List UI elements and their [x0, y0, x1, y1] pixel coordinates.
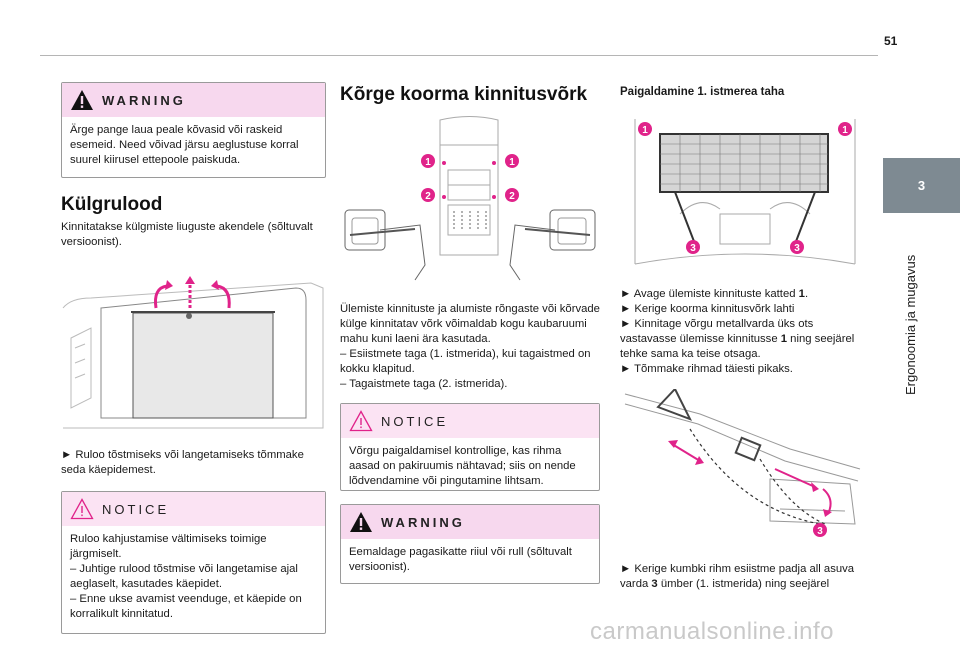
install-heading: Paigaldamine 1. istmerea taha [620, 86, 785, 98]
install-step: ► Avage ülemiste kinnituste katted 1. [620, 288, 809, 300]
callout-1-left: 1 [421, 154, 435, 168]
callout-3-right: 3 [790, 240, 804, 254]
warning-icon [350, 512, 372, 532]
notice-text: Ruloo kahjustamise vältimiseks toimige j… [62, 526, 325, 630]
net-description: Ülemiste kinnituste ja alumiste rõngaste… [340, 302, 600, 392]
notice-label: NOTICE [381, 413, 449, 429]
callout-label: 2 [425, 191, 431, 202]
notice-icon [349, 410, 373, 432]
warning-text: Eemaldage pagasikatte riiul või rull (sõ… [349, 546, 572, 573]
callout-label: 2 [509, 191, 515, 202]
callout-label: 3 [690, 243, 696, 254]
warning-header: WARNING [341, 505, 599, 539]
column-1: WARNING Ärge pange laua peale kõvasid võ… [61, 82, 326, 634]
blind-instruction: ► Ruloo tõstmiseks või langetamiseks tõm… [61, 449, 304, 476]
section-title: Kõrge koorma kinnitusvõrk [340, 84, 588, 105]
notice-line: – Enne ukse avamist veenduge, et käepide… [70, 593, 302, 620]
callout-label: 1 [842, 125, 848, 136]
notice-line: Ruloo kahjustamise vältimiseks toimige j… [70, 533, 267, 560]
warning-text: Ärge pange laua peale kõvasid või raskei… [70, 124, 299, 166]
callout-1-left: 1 [638, 122, 652, 136]
warning-box: WARNING Eemaldage pagasikatte riiul või … [340, 504, 600, 584]
warning-box: WARNING Ärge pange laua peale kõvasid võ… [61, 82, 326, 178]
warning-label: WARNING [102, 92, 186, 108]
notice-box: NOTICE Ruloo kahjustamise vältimiseks to… [61, 491, 326, 634]
net-text-line: – Tagaistmete taga (2. istmerida). [340, 378, 508, 390]
section-title: Külgrulood [61, 194, 163, 215]
watermark: carmanualsonline.info [590, 618, 834, 645]
strap-illustration: 3 [624, 387, 861, 537]
callout-1-right: 1 [505, 154, 519, 168]
callout-label: 3 [817, 526, 823, 537]
install-steps: ► Avage ülemiste kinnituste katted 1. ► … [620, 287, 870, 377]
section-text: Kinnitatakse külgmiste liuguste akendele… [61, 221, 313, 248]
net-installed-illustration: 1 1 3 3 [634, 119, 856, 265]
warning-icon [71, 90, 93, 110]
callout-label: 1 [425, 157, 431, 168]
side-blind-illustration [62, 276, 324, 429]
column-2: Kõrge koorma kinnitusvõrk 1 1 2 [340, 82, 600, 584]
notice-line: – Juhtige rulood tõstmise või langetamis… [70, 563, 298, 590]
cargo-net [659, 133, 829, 193]
page-number: 51 [884, 34, 898, 48]
net-text-line: Ülemiste kinnituste ja alumiste rõngaste… [340, 303, 600, 345]
notice-icon [70, 498, 94, 520]
notice-header: NOTICE [62, 492, 325, 526]
net-text-line: – Esiistmete taga (1. istmerida), kui ta… [340, 348, 591, 375]
warning-label: WARNING [381, 514, 465, 530]
chapter-title: Ergonoomia ja mugavus [903, 254, 918, 395]
install-step: ► Tõmmake rihmad täiesti pikaks. [620, 363, 793, 375]
callout-3: 3 [813, 523, 827, 537]
blind-panel [132, 312, 274, 419]
notice-label: NOTICE [102, 501, 170, 517]
callout-2-left: 2 [421, 188, 435, 202]
top-rule [40, 55, 878, 56]
callout-1-right: 1 [838, 122, 852, 136]
callout-3-left: 3 [686, 240, 700, 254]
chapter-tab[interactable]: 3 [883, 158, 960, 213]
callout-label: 1 [509, 157, 515, 168]
notice-text: Võrgu paigaldamisel kontrollige, kas rih… [349, 445, 576, 487]
install-step: ► Kerige koorma kinnitusvõrk lahti [620, 303, 795, 315]
warning-header: WARNING [62, 83, 325, 117]
install-step: ► Kinnitage võrgu metallvarda üks ots va… [620, 318, 855, 360]
final-step: ► Kerige kumbki rihm esiistme padja all … [620, 563, 855, 590]
column-3: Paigaldamine 1. istmerea taha 1 1 [620, 82, 870, 592]
notice-box: NOTICE Võrgu paigaldamisel kontrollige, … [340, 403, 600, 491]
callout-2-right: 2 [505, 188, 519, 202]
callout-label: 3 [794, 243, 800, 254]
notice-header: NOTICE [341, 404, 599, 438]
cargo-net-diagram: 1 1 2 2 [344, 116, 596, 281]
chapter-number: 3 [917, 178, 926, 193]
callout-label: 1 [642, 125, 648, 136]
